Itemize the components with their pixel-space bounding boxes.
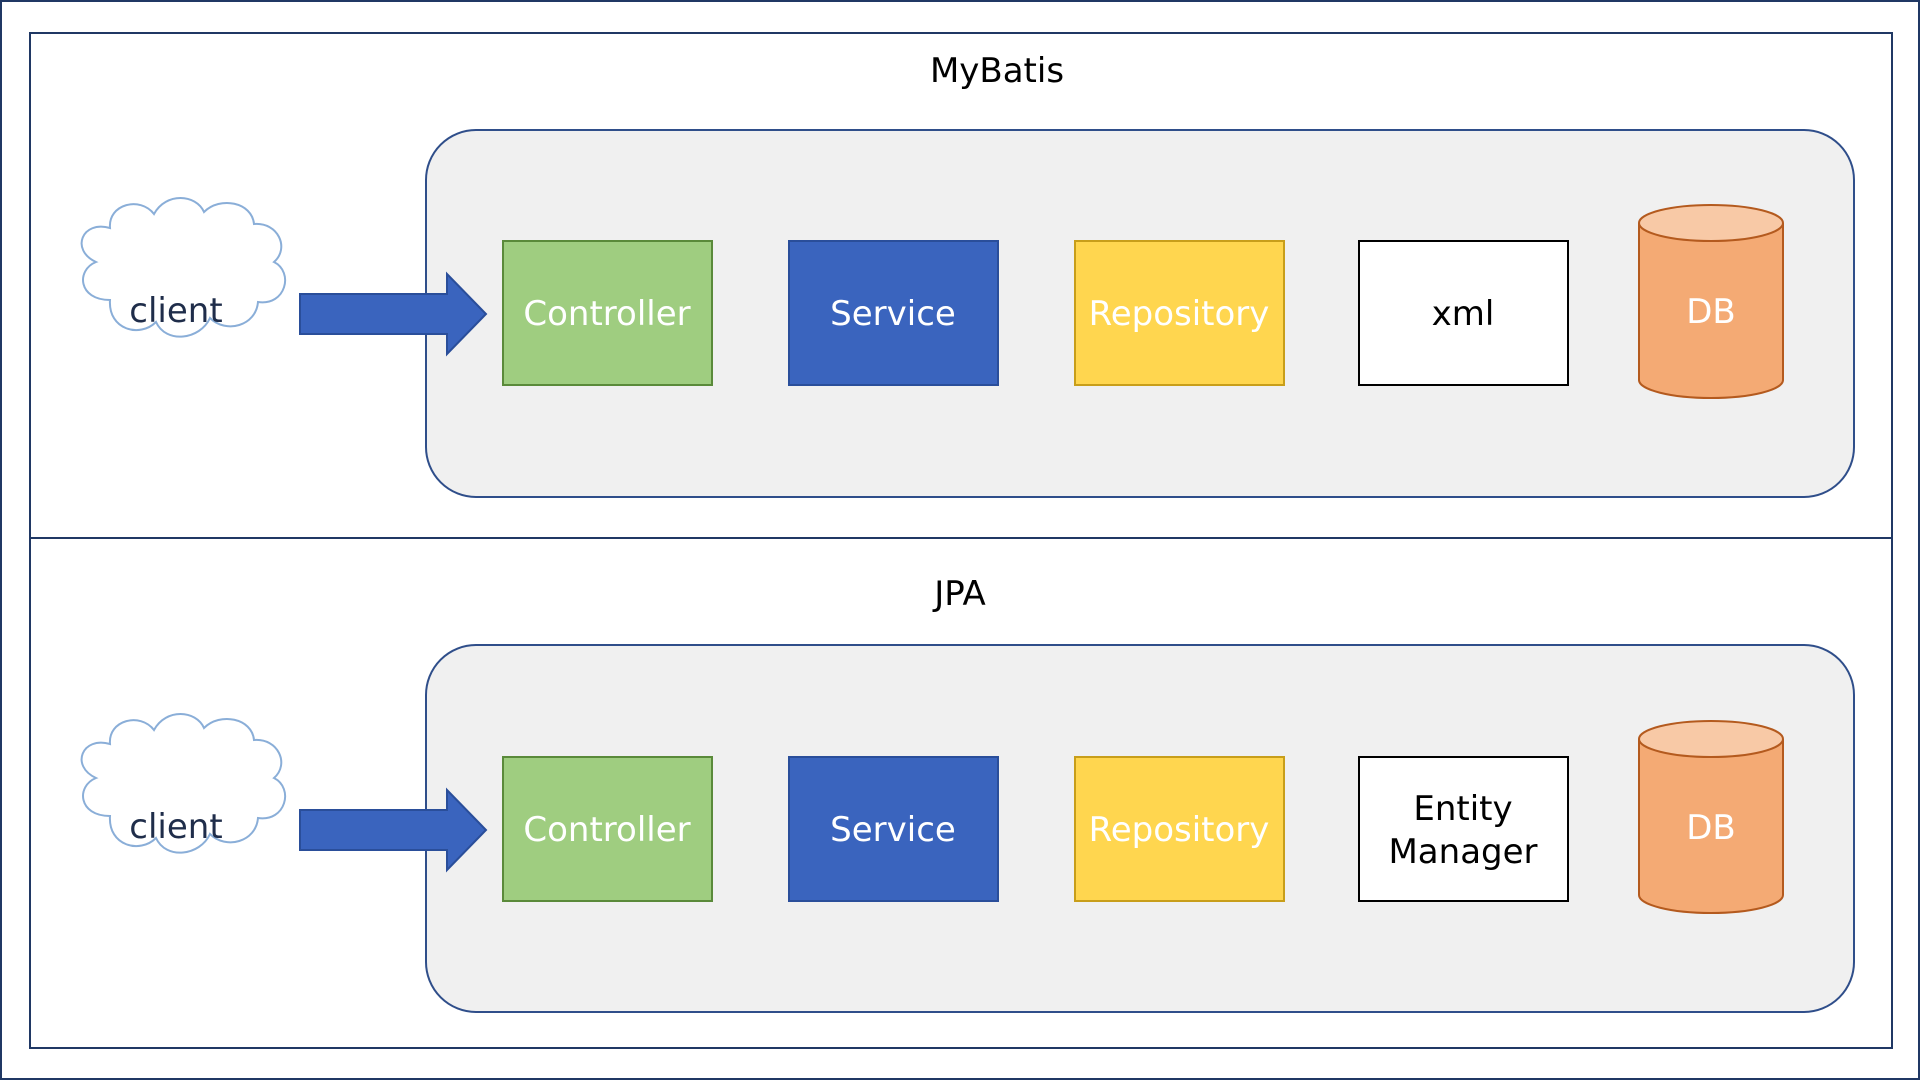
mapper-label: xml — [1432, 294, 1495, 334]
right-arrow-icon — [299, 787, 488, 873]
service-label: Service — [830, 810, 956, 850]
right-arrow-icon — [299, 271, 488, 357]
db-label: DB — [1686, 292, 1736, 332]
controller-box: Controller — [502, 240, 713, 386]
jpa-section: JPA client Controller Service Repository… — [80, 574, 1855, 1013]
cloud-icon — [80, 713, 287, 854]
xml-box: xml — [1358, 240, 1569, 386]
mapper-label-line2: Manager — [1388, 832, 1537, 872]
database-icon: DB — [1638, 204, 1784, 399]
controller-label: Controller — [523, 294, 690, 334]
entity-manager-box: Entity Manager — [1358, 756, 1569, 902]
section-title: MyBatis — [930, 51, 1064, 91]
client-label: client — [129, 807, 222, 847]
client-node: client — [80, 197, 287, 338]
controller-label: Controller — [523, 810, 690, 850]
service-box: Service — [788, 756, 999, 902]
section-title: JPA — [932, 574, 986, 614]
client-node: client — [80, 713, 287, 854]
client-label: client — [129, 291, 222, 331]
service-label: Service — [830, 294, 956, 334]
repository-label: Repository — [1089, 294, 1270, 334]
repository-label: Repository — [1089, 810, 1270, 850]
mapper-label-line1: Entity — [1413, 789, 1512, 829]
repository-box: Repository — [1074, 756, 1285, 902]
database-icon: DB — [1638, 720, 1784, 914]
repository-box: Repository — [1074, 240, 1285, 386]
service-box: Service — [788, 240, 999, 386]
controller-box: Controller — [502, 756, 713, 902]
db-label: DB — [1686, 808, 1736, 848]
cloud-icon — [80, 197, 287, 338]
mybatis-section: MyBatis client Controller Service Reposi… — [80, 51, 1855, 498]
